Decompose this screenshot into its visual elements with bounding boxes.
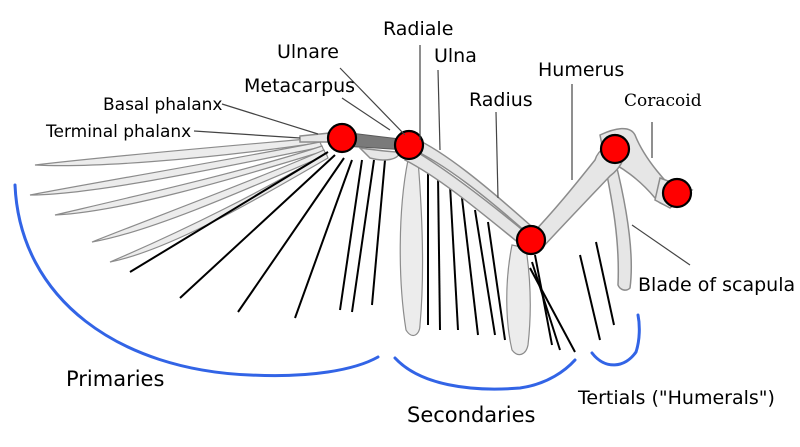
primary-feather	[34, 137, 319, 167]
primary-quills	[129, 151, 386, 319]
secondary-feather-shaft	[399, 159, 424, 337]
leader-ulnare	[339, 67, 406, 136]
leader-lines	[193, 45, 691, 266]
joint-elbow	[515, 224, 547, 256]
joint-wrist	[393, 129, 425, 161]
group-braces	[13, 183, 641, 391]
primary-feather	[54, 145, 325, 216]
leader-metacarpus	[341, 97, 391, 131]
leader-ulna	[437, 69, 441, 151]
secondaries-brace	[393, 356, 577, 391]
quill-line	[487, 221, 506, 341]
quill-line	[294, 159, 353, 319]
leader-terminal-phalanx	[193, 130, 301, 139]
label-radiale: Radiale	[383, 18, 453, 40]
joint-coracoid	[661, 177, 693, 209]
wing-joints	[326, 122, 693, 256]
quill-line	[595, 241, 615, 326]
joint-wrist-distal	[326, 122, 358, 154]
label-blade-of-scapula: Blade of scapula	[638, 274, 795, 296]
primary-feather	[109, 152, 329, 263]
scapula-bone	[604, 158, 633, 291]
quill-line	[449, 184, 459, 331]
primary-feather	[29, 141, 323, 196]
quill-line	[129, 151, 329, 273]
primary-feathers	[29, 137, 329, 263]
joint-shoulder	[599, 133, 631, 165]
label-basal-phalanx: Basal phalanx	[103, 95, 222, 115]
label-secondaries: Secondaries	[407, 403, 535, 427]
secondary-quills	[427, 168, 576, 353]
quill-line	[529, 267, 576, 353]
primary-feather	[91, 149, 327, 243]
leader-blade-of-scapula	[631, 224, 691, 266]
quill-line	[351, 159, 375, 313]
leader-radius	[495, 111, 499, 199]
label-tertials: Tertials ("Humerals")	[577, 387, 775, 409]
primaries-brace	[13, 183, 380, 378]
tertial-quills	[579, 241, 615, 341]
quill-line	[237, 157, 345, 313]
label-primaries: Primaries	[66, 367, 164, 391]
quill-line	[371, 159, 386, 306]
label-radius: Radius	[469, 89, 533, 111]
quill-line	[579, 254, 601, 341]
label-humerus: Humerus	[538, 59, 624, 81]
quill-line	[461, 197, 479, 336]
quill-line	[179, 154, 336, 299]
label-metacarpus: Metacarpus	[244, 75, 355, 97]
quill-line	[531, 261, 561, 351]
label-ulna: Ulna	[434, 45, 477, 67]
carpal-bone	[357, 146, 401, 161]
secondary-feather-shaft	[506, 244, 531, 356]
label-coracoid: Coracoid	[624, 91, 702, 111]
quill-line	[474, 209, 496, 336]
label-ulnare: Ulnare	[277, 41, 339, 63]
quill-line	[339, 159, 363, 311]
tertials-brace	[590, 313, 641, 367]
leader-basal-phalanx	[221, 103, 319, 135]
quill-line	[437, 174, 441, 331]
label-terminal-phalanx: Terminal phalanx	[45, 122, 191, 142]
